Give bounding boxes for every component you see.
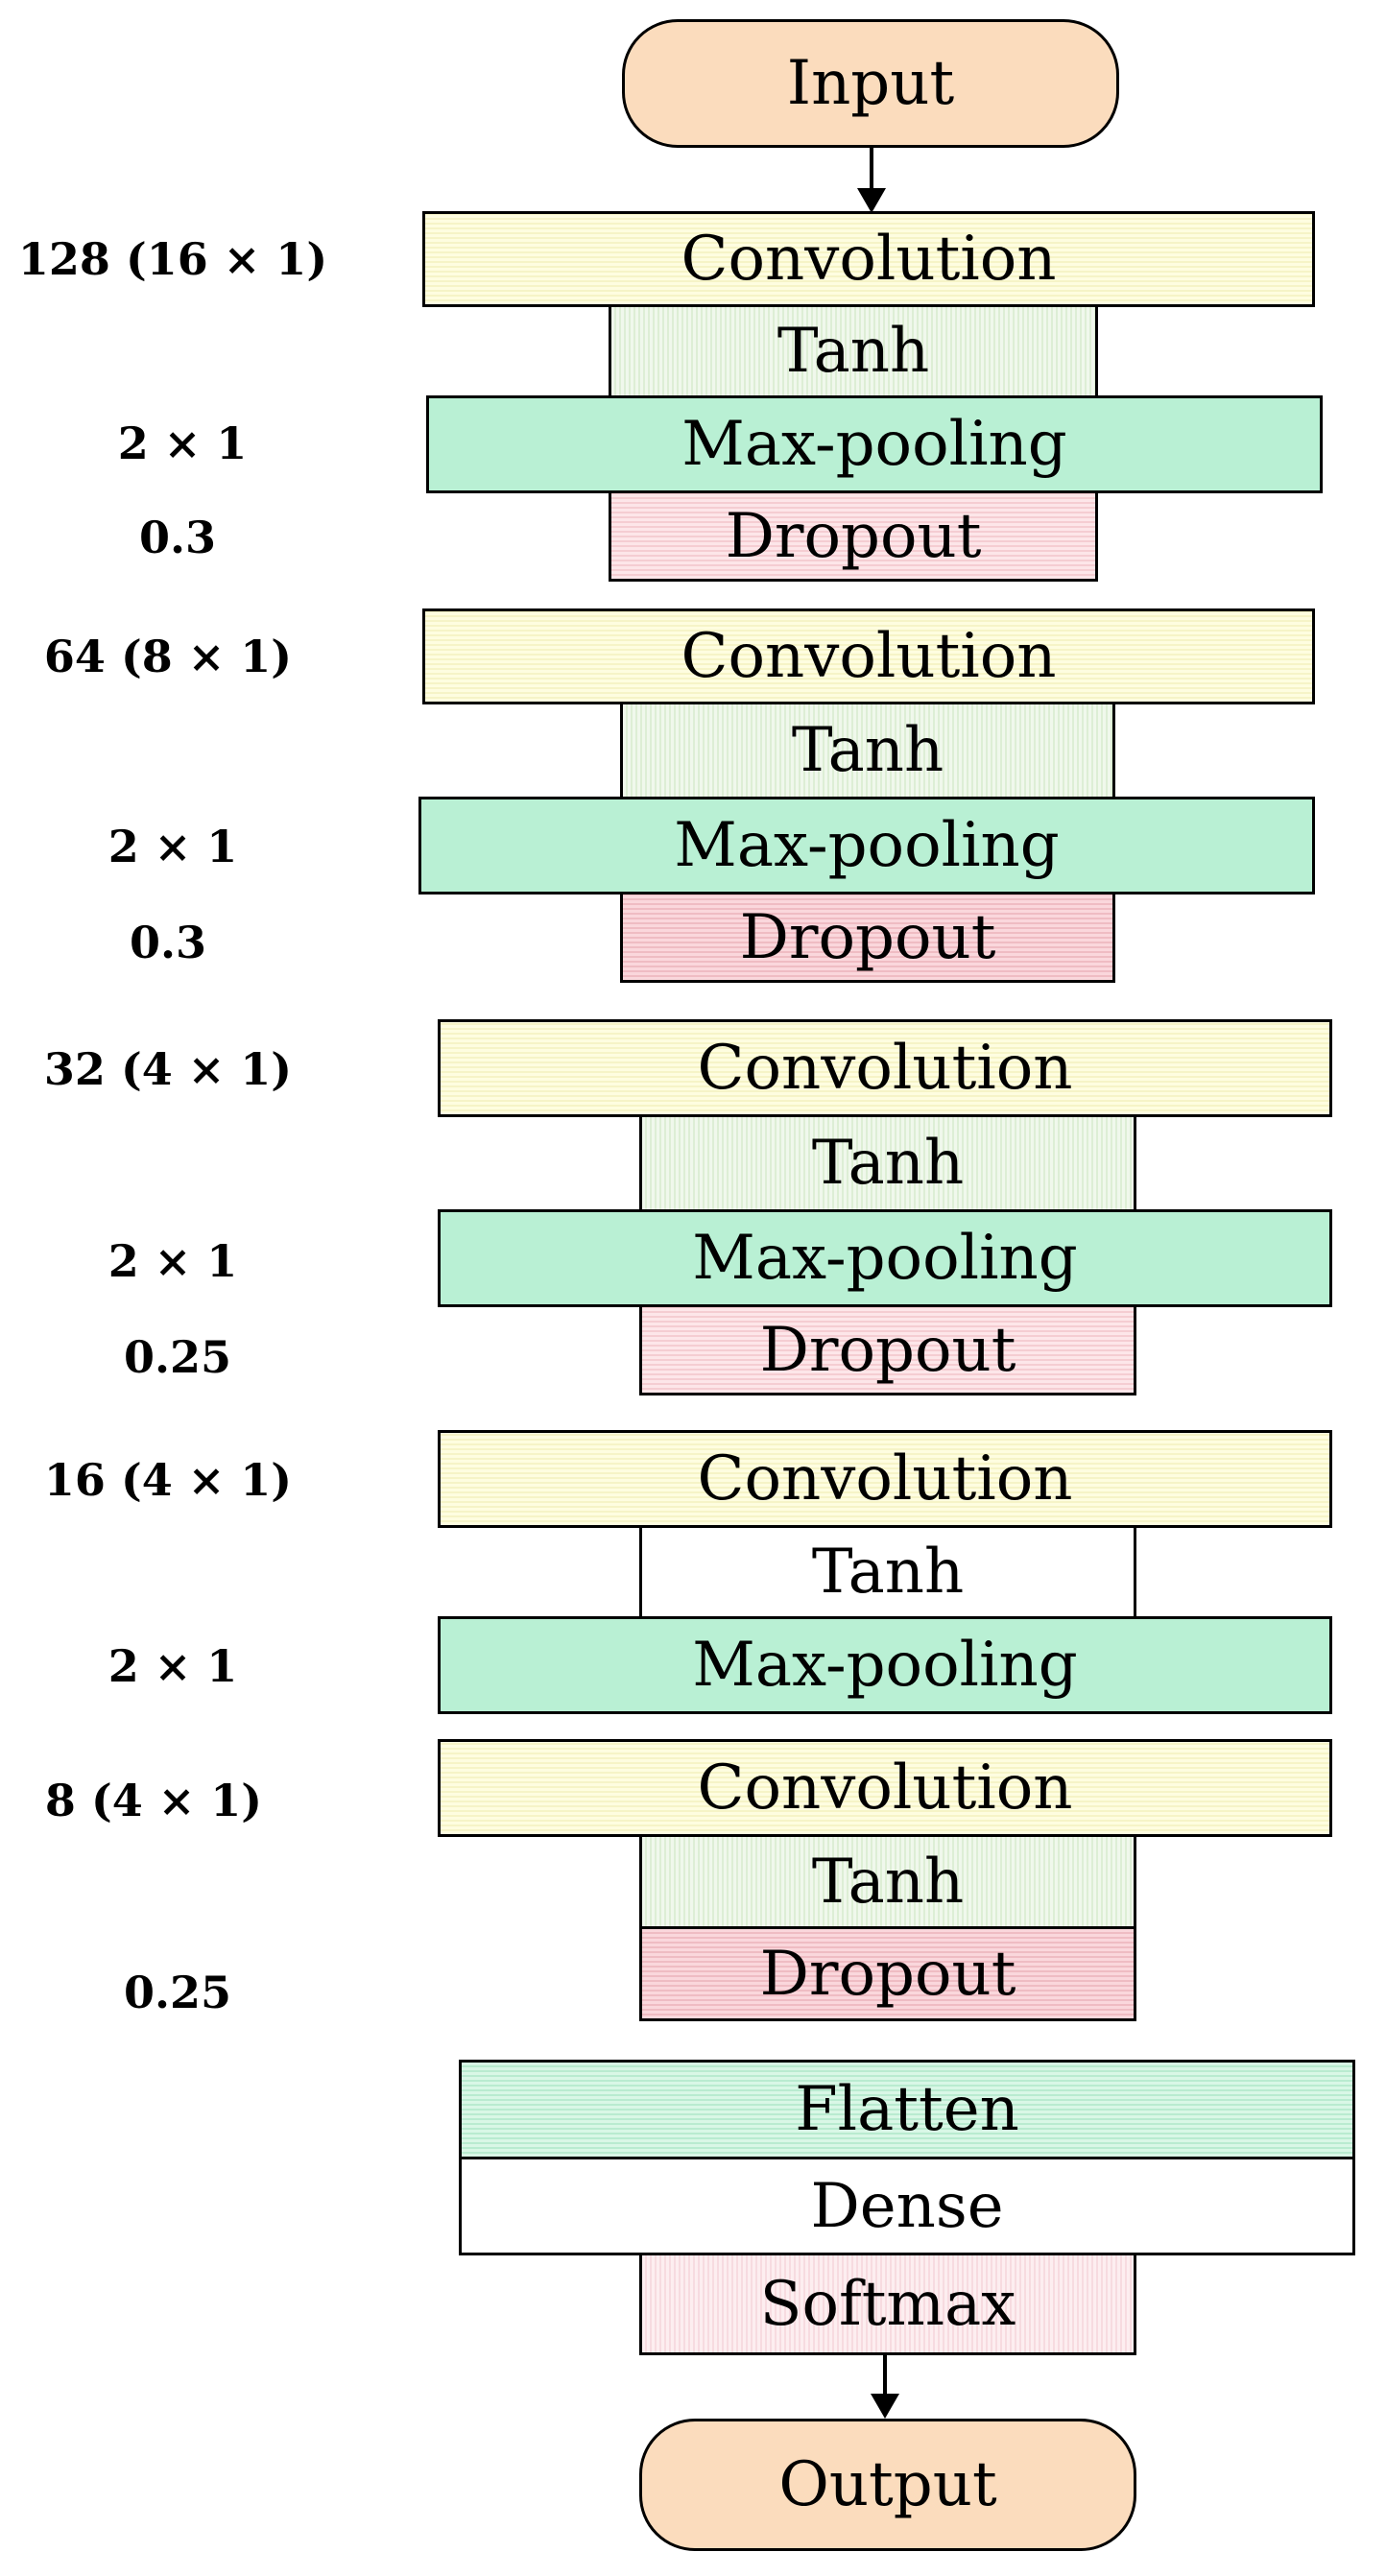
stage-2-conv-params: 64 (8 × 1) [43,631,293,682]
output-node: Output [639,2419,1136,2551]
stage-5-dropout: Dropout [639,1929,1136,2021]
stage-2-pool-size: 2 × 1 [108,821,238,872]
stage-3-max-pooling: Max-pooling [438,1209,1332,1307]
dense-layer: Dense [459,2159,1355,2255]
stage-3-tanh: Tanh [639,1117,1136,1209]
softmax-layer: Softmax [639,2255,1136,2355]
stage-1-conv-params: 128 (16 × 1) [17,233,328,285]
stage-3-dropout-rate: 0.25 [123,1331,232,1383]
flatten-layer: Flatten [459,2060,1355,2159]
input-node: Input [622,19,1119,148]
stage-2-max-pooling: Max-pooling [418,797,1315,894]
stage-4-pool-size: 2 × 1 [108,1640,238,1692]
stage-4-conv-params: 16 (4 × 1) [43,1454,293,1506]
stage-4-convolution: Convolution [438,1430,1332,1528]
stage-1-convolution: Convolution [422,211,1315,307]
stage-4-max-pooling: Max-pooling [438,1616,1332,1714]
stage-4-tanh: Tanh [639,1528,1136,1616]
stage-2-convolution: Convolution [422,608,1315,704]
stage-3-conv-params: 32 (4 × 1) [43,1043,293,1095]
stage-5-conv-params: 8 (4 × 1) [44,1775,263,1826]
stage-2-dropout-rate: 0.3 [129,917,207,968]
stage-1-pool-size: 2 × 1 [117,417,248,469]
stage-5-convolution: Convolution [438,1739,1332,1837]
stage-1-tanh: Tanh [609,307,1098,395]
stage-3-convolution: Convolution [438,1019,1332,1117]
stage-1-dropout-rate: 0.3 [138,512,217,563]
stage-3-pool-size: 2 × 1 [108,1235,238,1287]
stage-3-dropout: Dropout [639,1307,1136,1395]
stage-1-dropout: Dropout [609,493,1098,582]
stage-1-max-pooling: Max-pooling [426,395,1323,493]
output-arrow-head [871,2394,899,2419]
input-arrow-head [857,188,886,213]
stage-5-tanh: Tanh [639,1837,1136,1929]
stage-2-tanh: Tanh [620,704,1115,797]
stage-5-dropout-rate: 0.25 [123,1967,232,2018]
stage-2-dropout: Dropout [620,894,1115,983]
